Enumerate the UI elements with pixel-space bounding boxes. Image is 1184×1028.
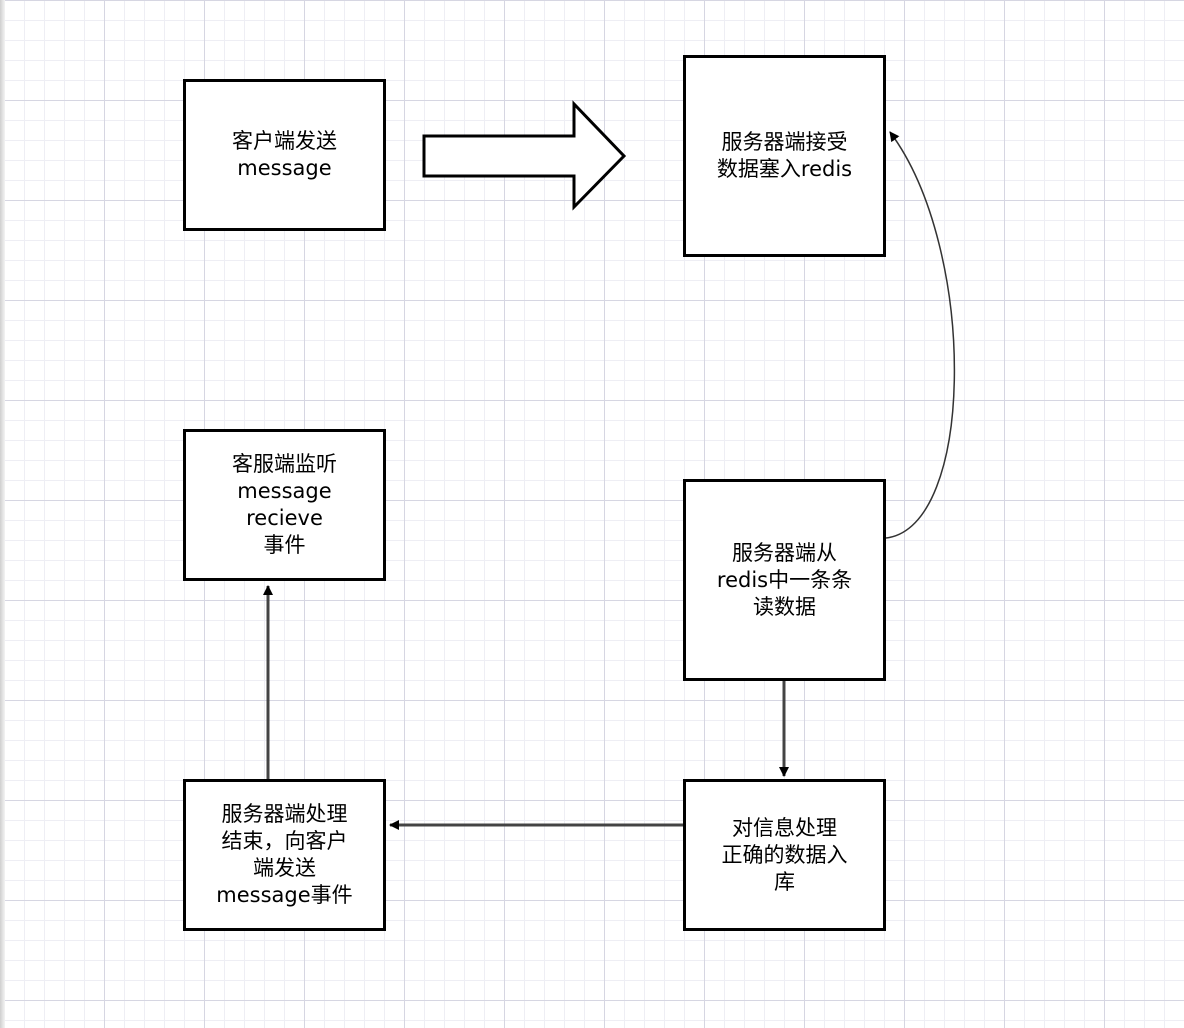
node-client-listen-line-4: 事件	[263, 533, 306, 557]
node-server-receive-line-2: 数据塞入redis	[716, 157, 853, 181]
node-server-done-line-1: 服务器端处理	[221, 802, 348, 826]
curved-connector-read-to-receive	[885, 131, 956, 539]
node-server-read-line-1: 服务器端从	[732, 540, 837, 565]
node-process-store-line-1: 对信息处理	[732, 815, 837, 840]
node-client-listen[interactable]: 客服端监听 message recieve 事件	[183, 429, 386, 581]
node-server-receive[interactable]: 服务器端接受 数据塞入redis	[683, 55, 886, 257]
node-client-send-line-2: message	[237, 156, 332, 180]
node-server-receive-line-1: 服务器端接受	[721, 130, 848, 154]
node-server-read[interactable]: 服务器端从 redis中一条条 读数据	[683, 479, 886, 681]
hollow-arrow-send	[422, 100, 627, 211]
node-server-done-line-4: message事件	[216, 883, 353, 907]
node-client-send[interactable]: 客户端发送 message	[183, 79, 386, 231]
node-server-done-line-3: 端发送	[253, 856, 316, 880]
node-process-store[interactable]: 对信息处理 正确的数据入 库	[683, 779, 886, 931]
node-server-done-line-2: 结束，向客户	[221, 829, 348, 853]
node-client-send-line-1: 客户端发送	[232, 129, 337, 153]
node-server-read-line-2: redis中一条条	[716, 567, 853, 592]
node-server-done[interactable]: 服务器端处理 结束，向客户 端发送 message事件	[183, 779, 386, 931]
node-client-listen-line-1: 客服端监听	[232, 452, 337, 476]
node-process-store-line-2: 正确的数据入	[721, 842, 848, 867]
node-process-store-line-3: 库	[774, 869, 795, 894]
node-client-listen-line-2: message	[237, 479, 332, 503]
node-client-listen-line-3: recieve	[246, 506, 323, 530]
node-server-read-line-3: 读数据	[753, 594, 816, 619]
canvas-left-edge	[0, 0, 5, 1028]
